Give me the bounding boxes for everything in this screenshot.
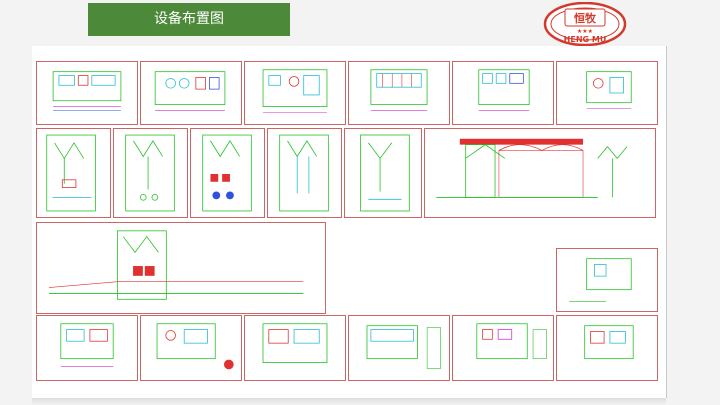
- drawing-elev-4[interactable]: [267, 128, 342, 218]
- drawing-elev-5[interactable]: [344, 128, 422, 218]
- drawing-plan-2[interactable]: [140, 61, 242, 125]
- drawing-elev-2[interactable]: [113, 128, 188, 218]
- drawing-elev-3[interactable]: [190, 128, 265, 218]
- drawing-plan-3[interactable]: [244, 61, 346, 125]
- drawing-detail-6[interactable]: [556, 315, 658, 381]
- drawing-detail-2[interactable]: [140, 315, 242, 381]
- drawing-detail-4[interactable]: [348, 315, 450, 381]
- logo-brand-en: HENG MU: [564, 35, 607, 44]
- slide-title: 设备布置图: [88, 3, 290, 36]
- logo-brand-cn: 恒牧: [574, 11, 597, 25]
- drawing-plan-5[interactable]: [452, 61, 554, 125]
- drawing-section-wide[interactable]: [424, 128, 656, 218]
- drawing-detail-1[interactable]: [36, 315, 138, 381]
- drawing-detail-3[interactable]: [244, 315, 346, 381]
- drawing-elev-1[interactable]: [36, 128, 111, 218]
- logo-stars: ★★★: [577, 28, 593, 35]
- drawing-plan-1[interactable]: [36, 61, 138, 125]
- drawing-detail-5[interactable]: [452, 315, 554, 381]
- drawing-plan-6[interactable]: [556, 61, 658, 125]
- drawing-small-plan[interactable]: [556, 248, 658, 312]
- drawing-long-section[interactable]: [36, 222, 326, 314]
- hengmu-logo: 恒牧 ★★★ HENG MU: [543, 1, 627, 47]
- drawing-plan-4[interactable]: [348, 61, 450, 125]
